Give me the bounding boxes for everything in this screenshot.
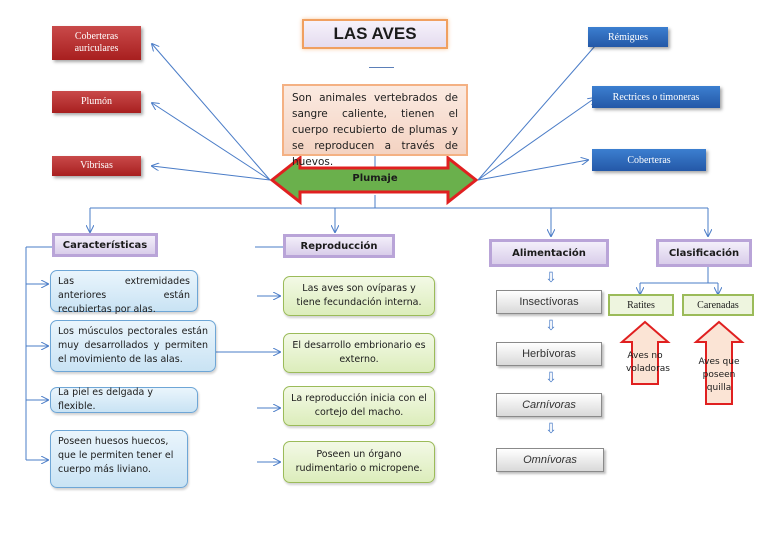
plumaje-double-arrow: [269, 154, 479, 206]
reproduccion-item: La reproducción inicia con el cortejo de…: [283, 386, 435, 426]
caracteristica-item: Poseen huesos huecos, que le permiten te…: [50, 430, 188, 488]
label-coberteras-auriculares: Coberteras auriculares: [52, 26, 141, 60]
down-arrow-icon: ⇩: [545, 421, 557, 437]
down-arrow-icon: ⇩: [545, 270, 557, 286]
alimentacion-item: Carnívoras: [496, 393, 602, 417]
ratites-up-arrow: [619, 320, 671, 385]
label-remigues: Rémigues: [588, 27, 668, 47]
caracteristica-item: La piel es delgada y flexible.: [50, 387, 198, 413]
plumaje-label: Plumaje: [352, 173, 398, 184]
label-coberteras: Coberteras: [592, 149, 706, 171]
reproduccion-item: El desarrollo embrionario es externo.: [283, 333, 435, 373]
category-alimentacion: Alimentación: [489, 239, 609, 267]
category-clasificacion: Clasificación: [656, 239, 752, 267]
clasificacion-ratites: Ratites: [608, 294, 674, 316]
clasificacion-carenadas: Carenadas: [682, 294, 754, 316]
category-reproduccion: Reproducción: [283, 234, 395, 258]
note-aves-quilla: Aves que poseen quilla: [698, 357, 740, 393]
reproduccion-item: Las aves son ovíparas y tiene fecundació…: [283, 276, 435, 316]
alimentacion-item: Herbívoras: [496, 342, 602, 366]
note-aves-no-voladoras: Aves no voladoras: [626, 351, 670, 374]
caracteristica-item: Los músculos pectorales están muy desarr…: [50, 320, 216, 372]
down-arrow-icon: ⇩: [545, 318, 557, 334]
description-box: Son animales vertebrados de sangre calie…: [282, 84, 468, 168]
label-plumon: Plumón: [52, 91, 141, 113]
carenadas-up-arrow: [693, 320, 745, 405]
title-underline: [369, 67, 394, 68]
category-caracteristicas: Características: [52, 233, 158, 257]
label-rectrices: Rectrices o timoneras: [592, 86, 720, 108]
down-arrow-icon: ⇩: [545, 370, 557, 386]
reproduccion-item: Poseen un órgano rudimentario o micropen…: [283, 441, 435, 483]
page-title: LAS AVES: [302, 19, 448, 49]
alimentacion-item: Insectívoras: [496, 290, 602, 314]
alimentacion-item: Omnívoras: [496, 448, 604, 472]
caracteristica-item: Las extremidades anteriores están recubi…: [50, 270, 198, 315]
label-vibrisas: Vibrisas: [52, 156, 141, 176]
